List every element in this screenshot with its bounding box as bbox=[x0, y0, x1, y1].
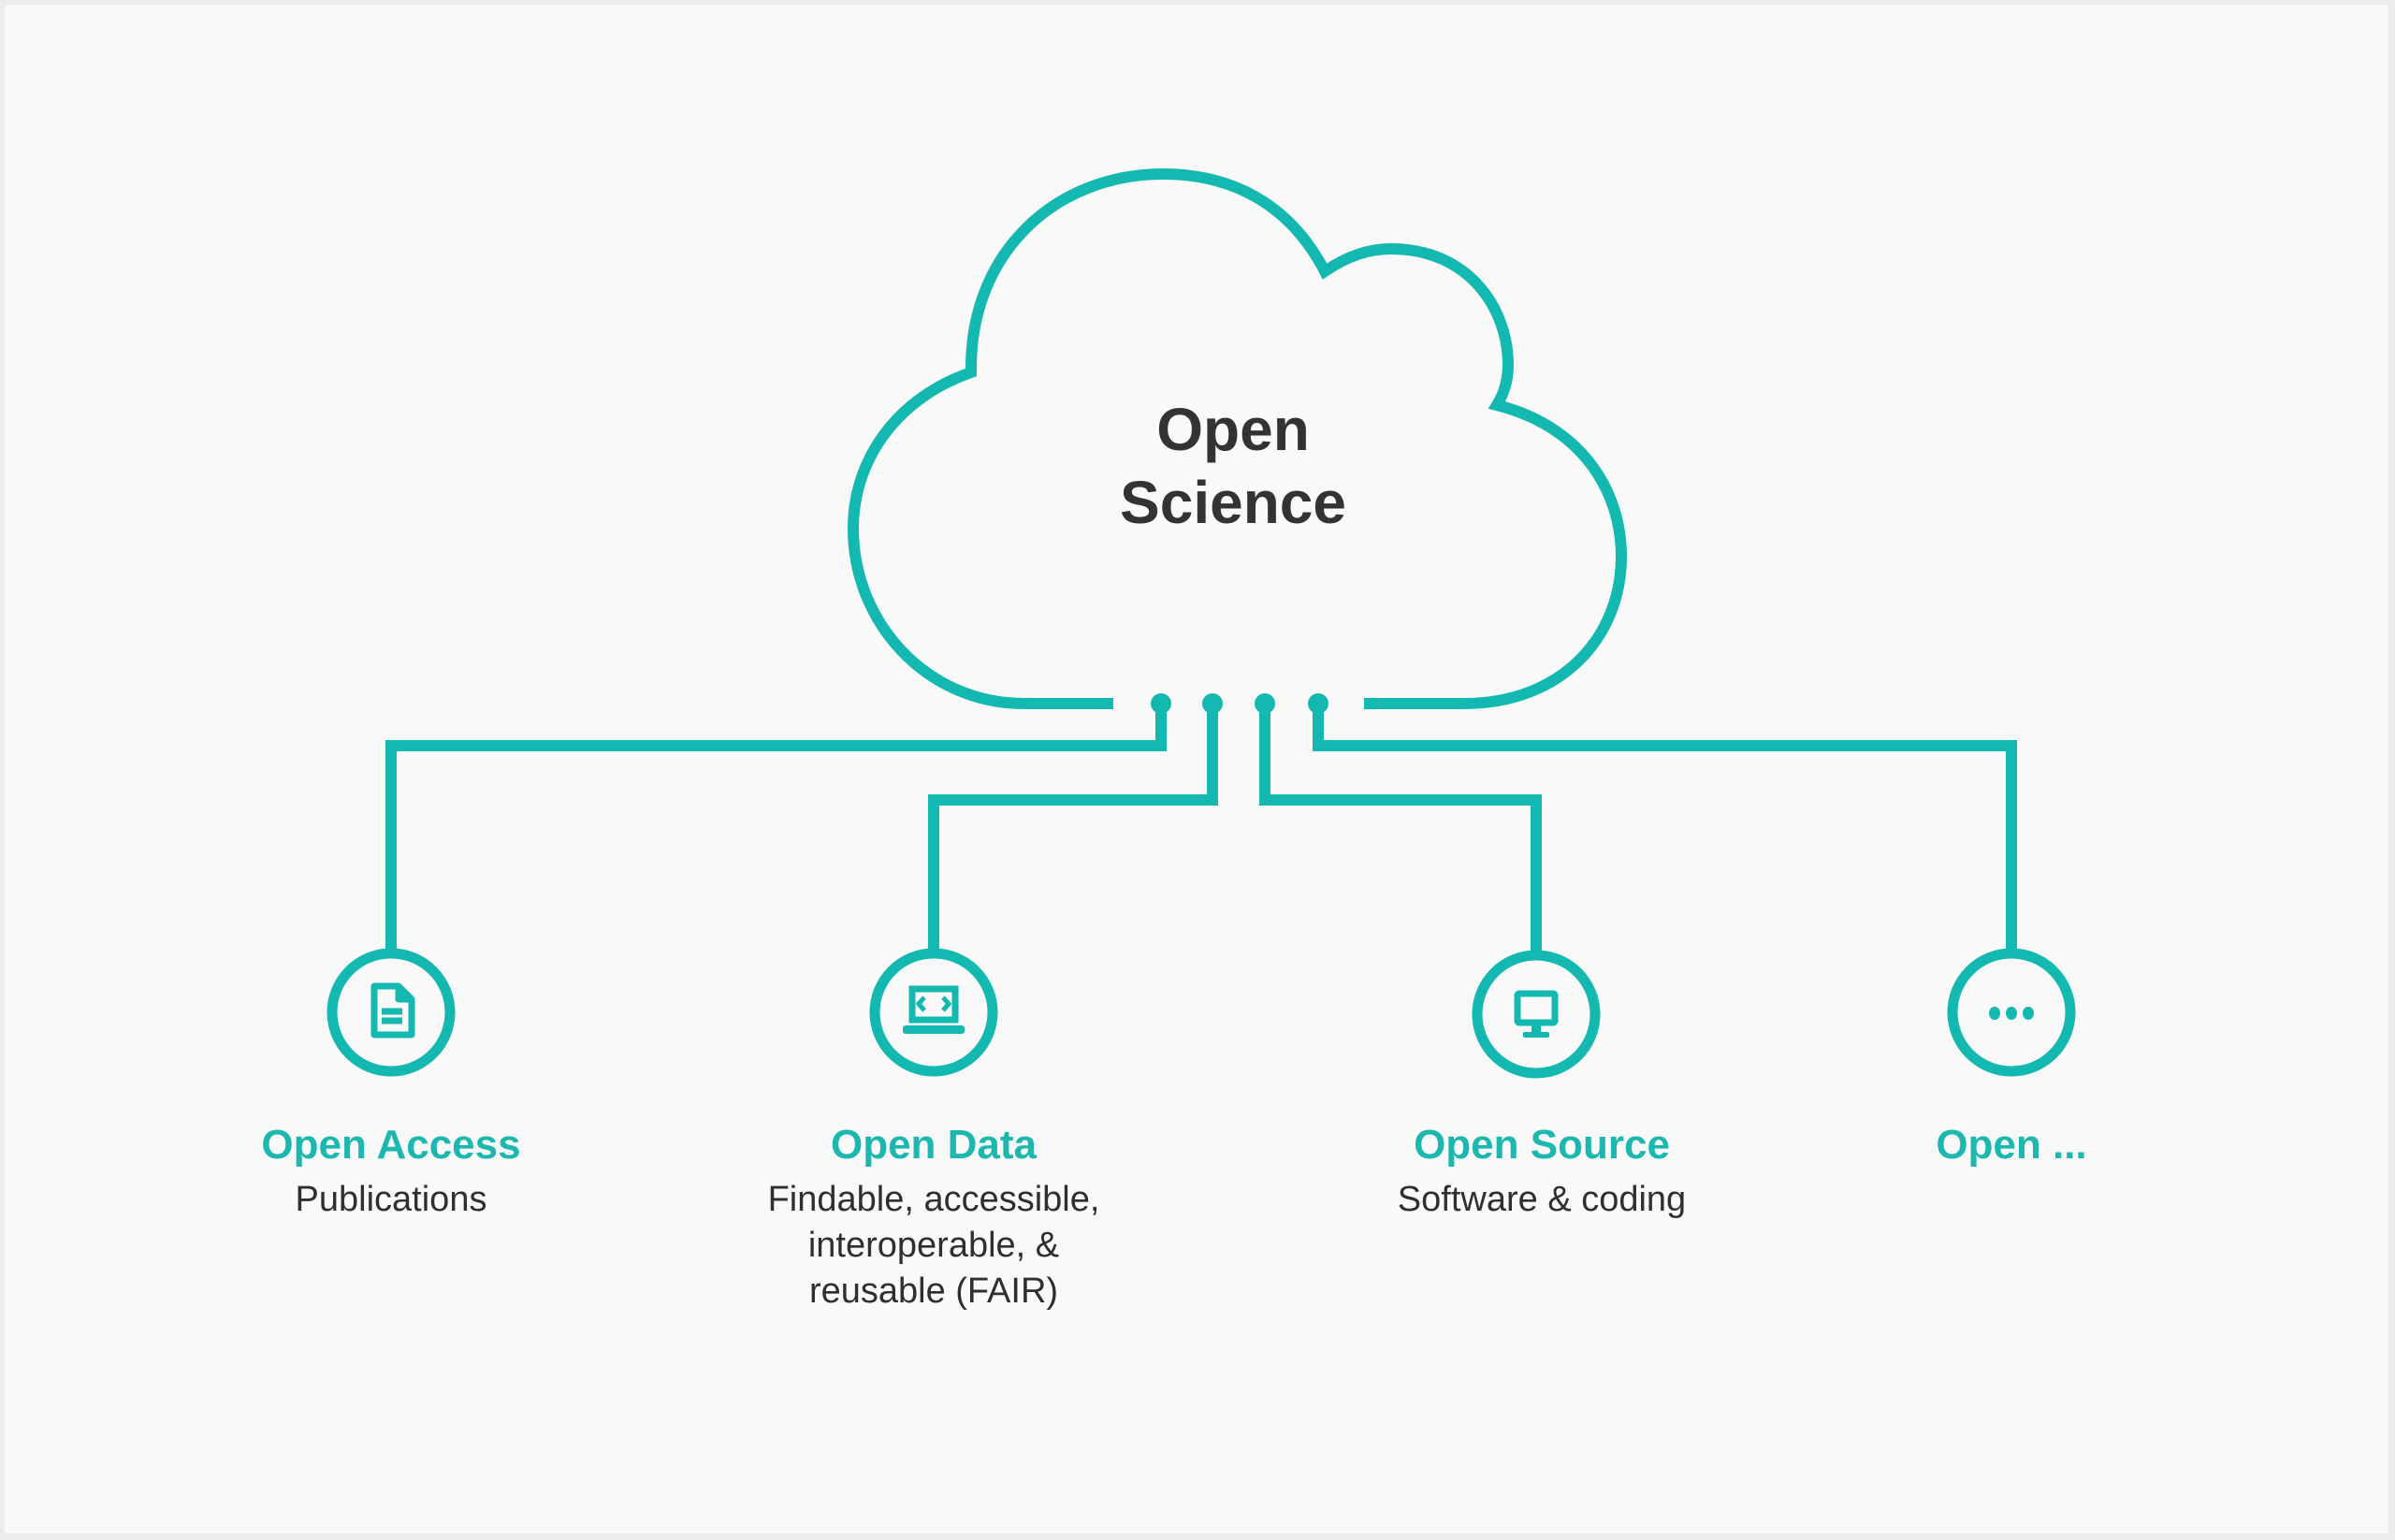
node-subtitle: Findable, accessible, interoperable, & r… bbox=[690, 1177, 1177, 1315]
node-title: Open ... bbox=[1936, 1122, 2087, 1168]
laptop-code-icon bbox=[903, 985, 965, 1034]
node-title: Open Access bbox=[261, 1122, 521, 1168]
connector-open-data bbox=[928, 704, 1218, 952]
node-open-data: Open Data Findable, accessible, interope… bbox=[690, 1119, 1177, 1315]
node-title: Open Data bbox=[830, 1122, 1038, 1168]
node-subtitle: Publications bbox=[148, 1177, 634, 1223]
node-circle-open-more bbox=[1947, 948, 2076, 1077]
connector-open-source bbox=[1259, 704, 1542, 952]
node-title: Open Source bbox=[1414, 1122, 1670, 1168]
cloud-title-line2: Science bbox=[1120, 469, 1346, 536]
node-subtitle-line: Findable, accessible, bbox=[767, 1180, 1100, 1219]
cloud-title-line1: Open bbox=[1156, 396, 1310, 463]
connector-open-more bbox=[1313, 704, 2017, 952]
monitor-icon bbox=[1514, 990, 1559, 1038]
more-dots-icon bbox=[1989, 1007, 2034, 1020]
document-icon bbox=[370, 982, 415, 1039]
connector-dot bbox=[1151, 693, 1171, 714]
connector-dot bbox=[1202, 693, 1223, 714]
diagram-canvas bbox=[5, 5, 2388, 1533]
node-circle-open-access bbox=[327, 948, 456, 1077]
connector-dot bbox=[1255, 693, 1275, 714]
connector-open-access bbox=[385, 704, 1167, 952]
node-open-source: Open Source Software & coding bbox=[1299, 1119, 1785, 1223]
node-circle-open-source bbox=[1472, 950, 1601, 1079]
node-open-more: Open ... bbox=[1768, 1119, 2255, 1171]
cloud-title: Open Science bbox=[1046, 393, 1420, 539]
node-subtitle: Software & coding bbox=[1299, 1177, 1785, 1223]
node-subtitle-line: Publications bbox=[295, 1180, 487, 1219]
cloud-outline bbox=[847, 167, 1628, 709]
node-circle-open-data bbox=[869, 948, 998, 1077]
node-open-access: Open Access Publications bbox=[148, 1119, 634, 1223]
node-subtitle-line: Software & coding bbox=[1397, 1180, 1687, 1219]
node-subtitle-line: reusable (FAIR) bbox=[808, 1271, 1059, 1311]
connector-dot bbox=[1308, 693, 1328, 714]
node-subtitle-line: interoperable, & bbox=[807, 1226, 1060, 1265]
